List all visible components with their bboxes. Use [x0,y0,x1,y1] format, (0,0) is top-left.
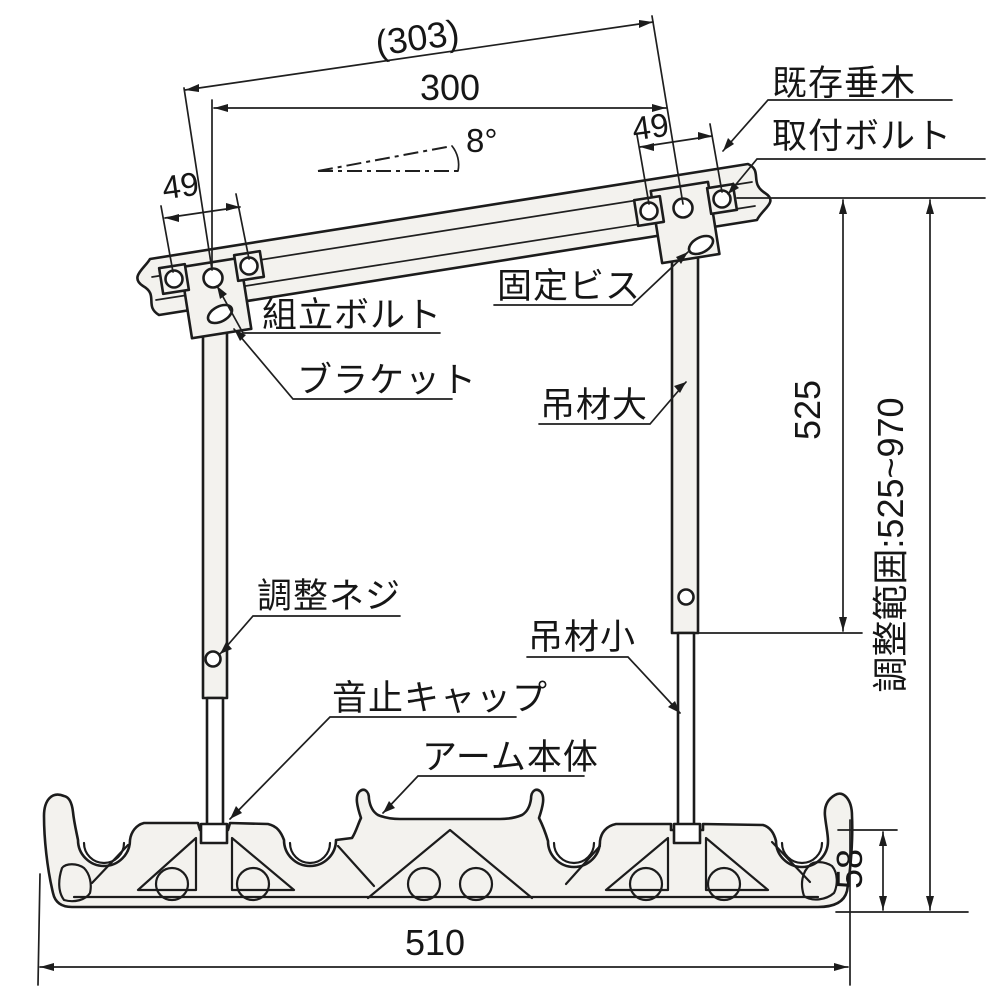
assembly-bolt-head [202,267,224,289]
web-triangle [230,836,296,892]
arm-hole [628,866,664,902]
web-triangle [136,836,198,892]
adjusting-screw-right [677,588,695,606]
cradle-inner-arc [780,841,824,865]
dim-49-left-value: 49 [160,165,202,207]
extension-line [636,134,650,205]
dimension-510: 510 [37,819,851,986]
web-triangle [604,836,670,892]
extension-line [235,193,250,260]
extension-line [160,205,174,273]
arm-hole [406,866,442,902]
hanger-rod-large-left [201,326,229,700]
web-diagonal [336,844,376,888]
assembly-bolt-head [672,197,694,219]
svg-text:取付ボルト: 取付ボルト [772,117,952,156]
end-pocket-left [58,863,92,903]
dim-49-right-value: 49 [630,106,672,148]
hanger-rod-small-left [205,696,225,828]
svg-text:吊材小: 吊材小 [528,618,636,657]
center-web [366,828,534,900]
part-labels: 既存垂木 取付ボルト 組立ボルト ブラケット 固定ビス 吊材大 [216,64,986,820]
svg-text:アーム本体: アーム本体 [422,738,599,777]
dim-300-value: 300 [420,67,480,108]
hanger-rod-small-right [676,631,696,827]
label-arm-body: アーム本体 [382,738,599,814]
bracket-left [157,249,266,340]
svg-text:既存垂木: 既存垂木 [772,64,916,103]
mounting-bolt-hole [639,201,659,221]
svg-text:ブラケット: ブラケット [297,361,477,400]
roof-angle-value: 8° [466,122,498,159]
label-existing-rafter: 既存垂木 [722,64,953,152]
label-mounting-bolt: 取付ボルト [727,117,986,195]
sound-stop-cap-left [199,822,229,845]
label-sound-stop-cap: 音止キャップ [229,679,548,820]
cradle-inner-arc [552,841,596,865]
cradle-inner-arc [288,841,332,865]
label-hanger-rod-small: 吊材小 [526,618,681,714]
arm-hole [458,866,494,902]
svg-text:音止キャップ: 音止キャップ [332,679,548,718]
dim-510-value: 510 [405,922,465,963]
label-fixing-screw: 固定ビス [493,251,689,306]
extension-line [183,87,213,271]
web-diagonal [770,840,812,884]
arm-hole [154,866,190,902]
hanger-rod-large-right [670,252,700,635]
label-bracket: ブラケット [233,328,477,400]
cradle-inner-arc [82,841,126,865]
arm-hole [706,866,742,902]
dim-adjust-range-value: 調整範囲:525~970 [870,397,911,692]
dimension-line [184,21,654,91]
web-triangle [704,836,770,892]
dim-303-value: (303) [373,11,462,63]
roof-angle-marker: 8° [317,122,498,172]
adjusting-screw-left [204,650,222,668]
svg-text:組立ボルト: 組立ボルト [262,296,442,335]
dimension-49-left: 49 [160,165,250,273]
web-diagonal [90,843,130,885]
dimension-525: 525 [698,197,986,634]
mounting-bolt-hole [164,269,184,289]
fixing-screw-slot [206,303,234,325]
svg-text:調整ネジ: 調整ネジ [257,577,401,616]
extension-line [37,873,41,986]
arm-hole [235,866,271,902]
angle-slope-line [317,145,453,172]
arm-body-profile [42,788,854,909]
svg-text:吊材大: 吊材大 [540,386,648,425]
label-assembly-bolt: 組立ボルト [216,285,442,335]
angle-arc [451,145,460,172]
sound-stop-cap-right [672,822,702,845]
arm-outline [42,788,854,909]
dimension-49-right: 49 [630,106,723,205]
extension-line [651,15,684,205]
dim-525-value: 525 [787,380,828,440]
mounting-bolt-hole [239,256,259,276]
fixing-screw-slot [687,234,715,256]
label-hanger-rod-large: 吊材大 [538,381,687,425]
end-pocket-right [800,861,838,901]
dimension-adjust-range: 調整範囲:525~970 [835,199,969,913]
dimension-300: 300 [211,67,667,269]
web-diagonal [564,844,602,886]
svg-text:固定ビス: 固定ビス [497,267,641,306]
label-adjusting-screw: 調整ネジ [219,577,401,655]
